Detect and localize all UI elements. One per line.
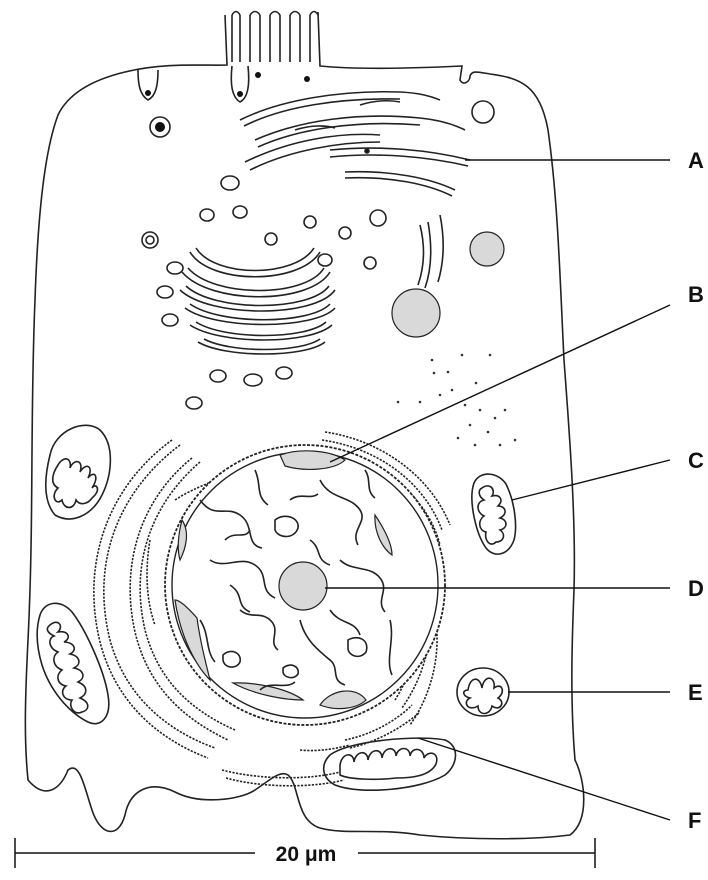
- label-e: E: [688, 680, 703, 705]
- label-d: D: [688, 576, 704, 601]
- label-b: B: [688, 282, 704, 307]
- label-c: C: [688, 448, 704, 473]
- scale-bar-label: 20 μm: [276, 843, 337, 866]
- label-f: F: [688, 808, 701, 833]
- nucleus: [165, 445, 445, 725]
- mitochondrion-cross-section-e: [457, 668, 509, 716]
- label-a: A: [688, 148, 704, 173]
- lysosome: [470, 232, 504, 266]
- secretory-vesicle: [392, 289, 440, 337]
- nucleolus: [279, 562, 327, 610]
